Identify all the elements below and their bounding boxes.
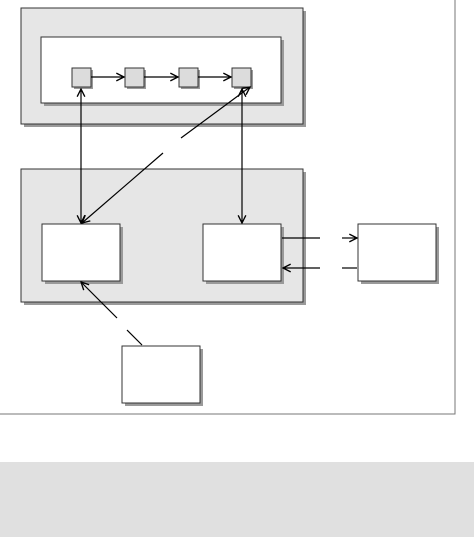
arrow-bottombox-leftbox-head: [81, 282, 118, 319]
node-2: [124, 67, 145, 88]
node-4: [231, 67, 252, 88]
node-1: [71, 67, 92, 88]
bottom-box: [121, 345, 201, 404]
node-3: [178, 67, 199, 88]
right-box: [202, 223, 282, 282]
arrow-bottombox-leftbox-tail: [126, 329, 143, 346]
footer-band: [0, 462, 474, 537]
arrow-node4-diagonal-upper: [180, 87, 250, 139]
external-box: [357, 223, 437, 282]
arrow-node4-diagonal-lower: [82, 152, 164, 223]
left-box: [41, 223, 121, 282]
canvas-frame: [0, 0, 456, 415]
